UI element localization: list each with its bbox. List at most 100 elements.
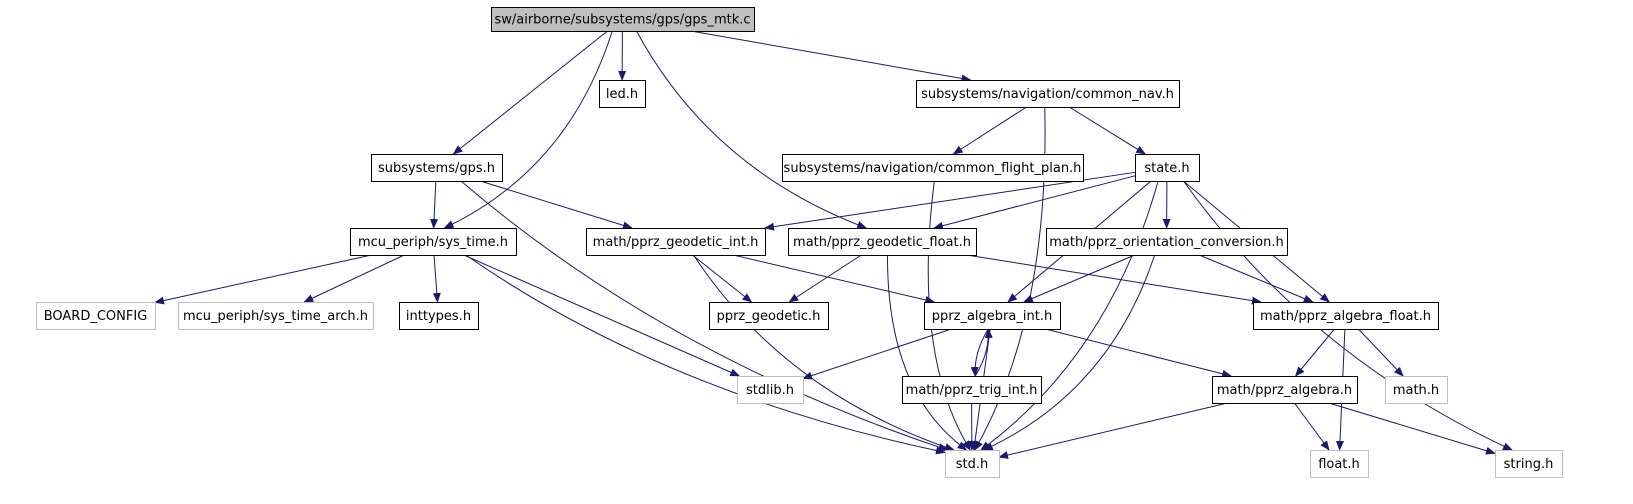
node-box-stdlib_h (737, 376, 804, 404)
node-box-float_h (1310, 450, 1369, 478)
node-gps_h[interactable]: subsystems/gps.h (371, 154, 503, 182)
edge-pprz_algebra_int_h-to-stdlib_h (802, 328, 952, 380)
node-label-math_h: math.h (1393, 383, 1439, 398)
edge-pprz_trig_int_h-to-pprz_algebra_int_h (974, 328, 993, 377)
edge-pprz_algebra_h-to-float_h (1294, 402, 1330, 451)
node-box-pprz_algebra_h (1212, 376, 1358, 404)
edge-pprz_orientation_conversion_h-to-pprz_algebra_int_h (1022, 254, 1135, 303)
node-label-common_nav_h: subsystems/navigation/common_nav.h (921, 87, 1174, 102)
node-gps_mtk_c: sw/airborne/subsystems/gps/gps_mtk.c (491, 7, 755, 32)
edge-gps_h-to-std_h (460, 180, 949, 451)
edge-state_h-to-string_h (1183, 180, 1513, 451)
node-box-pprz_geodetic_h (709, 302, 829, 330)
node-label-gps_mtk_c: sw/airborne/subsystems/gps/gps_mtk.c (494, 13, 750, 28)
node-board_config: BOARD_CONFIG (36, 302, 156, 330)
node-pprz_trig_int_h[interactable]: math/pprz_trig_int.h (902, 376, 1042, 404)
edges-layer (154, 30, 1513, 459)
edge-pprz_algebra_h-to-std_h (998, 402, 1228, 459)
node-label-float_h: float.h (1318, 457, 1360, 472)
node-label-state_h: state.h (1144, 161, 1189, 176)
edge-gps_mtk_c-to-gps_h (452, 30, 608, 155)
node-box-common_flight_plan_h (782, 154, 1084, 182)
node-label-pprz_algebra_float_h: math/pprz_algebra_float.h (1260, 309, 1431, 324)
node-box-gps_h (371, 154, 503, 182)
node-label-string_h: string.h (1504, 457, 1554, 472)
nodes-layer: sw/airborne/subsystems/gps/gps_mtk.c led.… (36, 7, 1563, 478)
node-inttypes_h[interactable]: inttypes.h (399, 302, 479, 330)
node-label-gps_h: subsystems/gps.h (378, 161, 495, 176)
node-label-inttypes_h: inttypes.h (406, 309, 471, 324)
node-pprz_algebra_h[interactable]: math/pprz_algebra.h (1212, 376, 1358, 404)
node-common_nav_h[interactable]: subsystems/navigation/common_nav.h (916, 80, 1180, 108)
edge-pprz_geodetic_int_h-to-pprz_geodetic_h (692, 254, 753, 303)
node-box-pprz_trig_int_h (902, 376, 1042, 404)
edge-pprz_algebra_h-to-string_h (1328, 402, 1496, 455)
node-box-string_h (1495, 450, 1563, 478)
edge-pprz_geodetic_int_h-to-pprz_algebra_int_h (733, 254, 936, 304)
edge-pprz_algebra_int_h-to-pprz_algebra_h (1045, 328, 1233, 378)
node-led_h[interactable]: led.h (599, 80, 646, 108)
node-float_h: float.h (1310, 450, 1369, 478)
edge-gps_mtk_c-to-common_nav_h (690, 30, 972, 83)
node-label-pprz_geodetic_float_h: math/pprz_geodetic_float.h (793, 235, 971, 250)
node-box-sys_time_arch_h (178, 302, 374, 330)
node-box-pprz_orientation_conversion_h (1046, 228, 1288, 256)
edge-pprz_algebra_float_h-to-pprz_algebra_h (1294, 328, 1335, 377)
edge-pprz_algebra_int_h-to-pprz_trig_int_h (970, 328, 989, 377)
node-pprz_orientation_conversion_h[interactable]: math/pprz_orientation_conversion.h (1046, 228, 1288, 256)
node-box-pprz_algebra_float_h (1253, 302, 1439, 330)
edge-gps_h-to-sys_time_h (430, 180, 439, 229)
node-label-sys_time_h: mcu_periph/sys_time.h (358, 235, 508, 250)
node-label-sys_time_arch_h: mcu_periph/sys_time_arch.h (183, 309, 368, 324)
edge-pprz_geodetic_int_h-to-std_h (693, 254, 955, 451)
edge-gps_mtk_c-to-sys_time_h (443, 30, 613, 229)
node-label-stdlib_h: stdlib.h (746, 383, 794, 398)
edge-gps_mtk_c-to-pprz_geodetic_float_h (636, 30, 868, 229)
node-pprz_geodetic_h[interactable]: pprz_geodetic.h (709, 302, 829, 330)
node-pprz_algebra_int_h[interactable]: pprz_algebra_int.h (924, 302, 1061, 330)
node-label-pprz_algebra_h: math/pprz_algebra.h (1217, 383, 1352, 398)
edge-common_nav_h-to-common_flight_plan_h (952, 106, 1027, 155)
node-box-led_h (599, 80, 646, 108)
node-pprz_geodetic_int_h[interactable]: math/pprz_geodetic_int.h (586, 228, 766, 256)
edge-common_nav_h-to-state_h (1069, 106, 1147, 155)
node-box-inttypes_h (399, 302, 479, 330)
node-sys_time_arch_h: mcu_periph/sys_time_arch.h (178, 302, 374, 330)
edge-pprz_geodetic_float_h-to-pprz_geodetic_h (788, 254, 862, 303)
node-label-pprz_geodetic_h: pprz_geodetic.h (717, 309, 821, 324)
node-box-math_h (1385, 376, 1448, 404)
node-box-pprz_algebra_int_h (924, 302, 1061, 330)
node-std_h: std.h (945, 450, 1000, 478)
edge-state_h-to-pprz_geodetic_float_h (933, 175, 1136, 230)
edge-sys_time_h-to-board_config (154, 254, 372, 305)
node-box-gps_mtk_c (491, 7, 755, 32)
node-sys_time_h[interactable]: mcu_periph/sys_time.h (350, 228, 517, 256)
node-label-std_h: std.h (956, 457, 989, 472)
node-stdlib_h: stdlib.h (737, 376, 804, 404)
edge-pprz_orientation_conversion_h-to-pprz_algebra_float_h (1198, 254, 1314, 303)
edge-sys_time_h-to-inttypes_h (432, 254, 441, 303)
node-state_h[interactable]: state.h (1135, 154, 1200, 182)
edge-sys_time_h-to-std_h (465, 254, 946, 455)
node-label-common_flight_plan_h: subsystems/navigation/common_flight_plan… (784, 161, 1082, 176)
edge-pprz_geodetic_float_h-to-pprz_algebra_float_h (966, 254, 1262, 305)
edge-pprz_orientation_conversion_h-to-std_h (982, 254, 1156, 451)
edge-gps_h-to-pprz_geodetic_int_h (479, 180, 633, 230)
node-box-pprz_geodetic_float_h (788, 228, 977, 256)
node-label-pprz_geodetic_int_h: math/pprz_geodetic_int.h (593, 235, 759, 250)
node-math_h: math.h (1385, 376, 1448, 404)
node-label-board_config: BOARD_CONFIG (44, 309, 148, 324)
edge-pprz_algebra_float_h-to-math_h (1357, 328, 1404, 377)
node-box-pprz_geodetic_int_h (586, 228, 766, 256)
node-common_flight_plan_h[interactable]: subsystems/navigation/common_flight_plan… (782, 154, 1084, 182)
edge-sys_time_h-to-sys_time_arch_h (303, 254, 405, 303)
edge-sys_time_h-to-stdlib_h (463, 254, 741, 377)
node-string_h: string.h (1495, 450, 1563, 478)
node-box-state_h (1135, 154, 1200, 182)
node-label-pprz_algebra_int_h: pprz_algebra_int.h (932, 309, 1052, 324)
node-pprz_algebra_float_h[interactable]: math/pprz_algebra_float.h (1253, 302, 1439, 330)
node-label-led_h: led.h (606, 87, 638, 102)
node-box-common_nav_h (916, 80, 1180, 108)
node-pprz_geodetic_float_h[interactable]: math/pprz_geodetic_float.h (788, 228, 977, 256)
